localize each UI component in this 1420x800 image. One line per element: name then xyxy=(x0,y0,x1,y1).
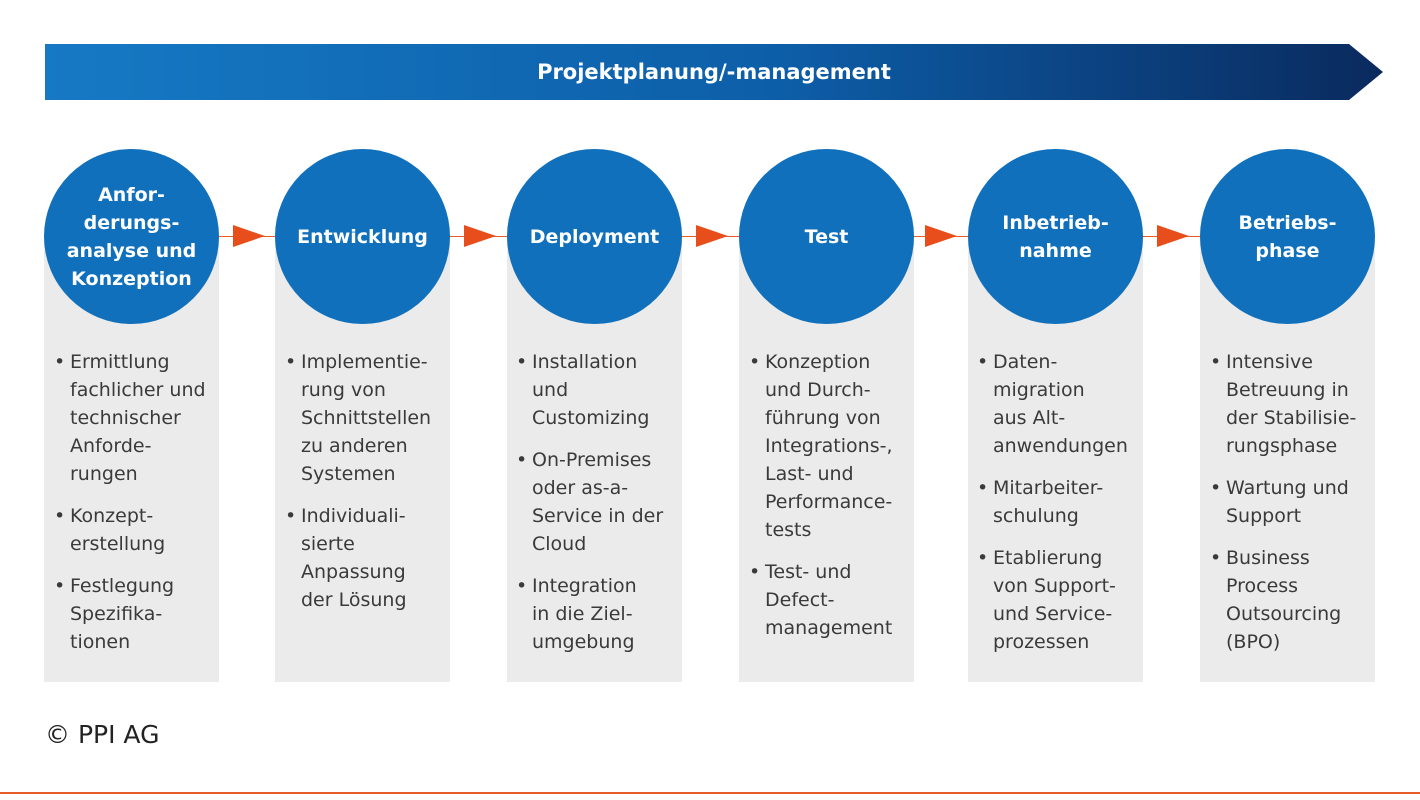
list-item: •Wartung und Support xyxy=(1210,474,1365,530)
bullet-icon: • xyxy=(749,351,761,373)
list-item: •Business Process Outsourcing (BPO) xyxy=(1210,544,1365,656)
list-item: •Implementie- rung von Schnittstellen zu… xyxy=(285,348,440,488)
list-item: •Ermittlung fachlicher und technischer A… xyxy=(54,348,209,488)
bullet-icon: • xyxy=(54,575,66,597)
bullet-icon: • xyxy=(54,351,66,373)
phase-item-list: •Intensive Betreuung in der Stabilisie- … xyxy=(1210,348,1365,670)
phase-circle-test: Test xyxy=(739,149,914,324)
bullet-icon: • xyxy=(285,351,297,373)
list-item: •Konzept- erstellung xyxy=(54,502,209,558)
list-item: •Mitarbeiter- schulung xyxy=(977,474,1132,530)
list-item: •On-Premises oder as-a- Service in der C… xyxy=(516,446,671,558)
footer-divider xyxy=(0,792,1420,794)
project-management-banner: Projektplanung/-management xyxy=(45,44,1383,100)
bullet-icon: • xyxy=(516,351,528,373)
phase-item-list: •Implementie- rung von Schnittstellen zu… xyxy=(285,348,440,628)
phase-circle-inbetriebnahme: Inbetrieb- nahme xyxy=(968,149,1143,324)
phase-item-list: •Ermittlung fachlicher und technischer A… xyxy=(54,348,209,670)
list-item: •Etablierung von Support- und Service- p… xyxy=(977,544,1132,656)
list-item: •Festlegung Spezifika- tionen xyxy=(54,572,209,656)
list-item: •Intensive Betreuung in der Stabilisie- … xyxy=(1210,348,1365,460)
arrow-right-icon xyxy=(1157,225,1189,247)
banner-title: Projektplanung/-management xyxy=(537,60,891,84)
bullet-icon: • xyxy=(54,505,66,527)
bullet-icon: • xyxy=(977,547,989,569)
phase-circle-anforderungsanalyse: Anfor- derungs- analyse und Konzeption xyxy=(44,149,219,324)
phase-circle-entwicklung: Entwicklung xyxy=(275,149,450,324)
arrow-right-icon xyxy=(696,225,728,247)
list-item: •Konzeption und Durch- führung von Integ… xyxy=(749,348,904,544)
bullet-icon: • xyxy=(1210,477,1222,499)
phase-item-list: •Konzeption und Durch- führung von Integ… xyxy=(749,348,904,656)
arrow-right-icon xyxy=(925,225,957,247)
list-item: •Installation und Customizing xyxy=(516,348,671,432)
phase-circle-deployment: Deployment xyxy=(507,149,682,324)
phase-circle-betriebsphase: Betriebs- phase xyxy=(1200,149,1375,324)
bullet-icon: • xyxy=(1210,351,1222,373)
phase-item-list: •Daten- migration aus Alt- anwendungen •… xyxy=(977,348,1132,670)
list-item: •Integration in die Ziel- umgebung xyxy=(516,572,671,656)
list-item: •Individuali- sierte Anpassung der Lösun… xyxy=(285,502,440,614)
arrow-right-icon xyxy=(233,225,265,247)
bullet-icon: • xyxy=(516,449,528,471)
bullet-icon: • xyxy=(285,505,297,527)
copyright-text: © PPI AG xyxy=(45,720,160,749)
bullet-icon: • xyxy=(749,561,761,583)
phase-item-list: •Installation und Customizing •On-Premis… xyxy=(516,348,671,670)
bullet-icon: • xyxy=(977,351,989,373)
list-item: •Daten- migration aus Alt- anwendungen xyxy=(977,348,1132,460)
bullet-icon: • xyxy=(516,575,528,597)
bullet-icon: • xyxy=(1210,547,1222,569)
arrow-right-icon xyxy=(464,225,496,247)
list-item: •Test- und Defect- management xyxy=(749,558,904,642)
bullet-icon: • xyxy=(977,477,989,499)
